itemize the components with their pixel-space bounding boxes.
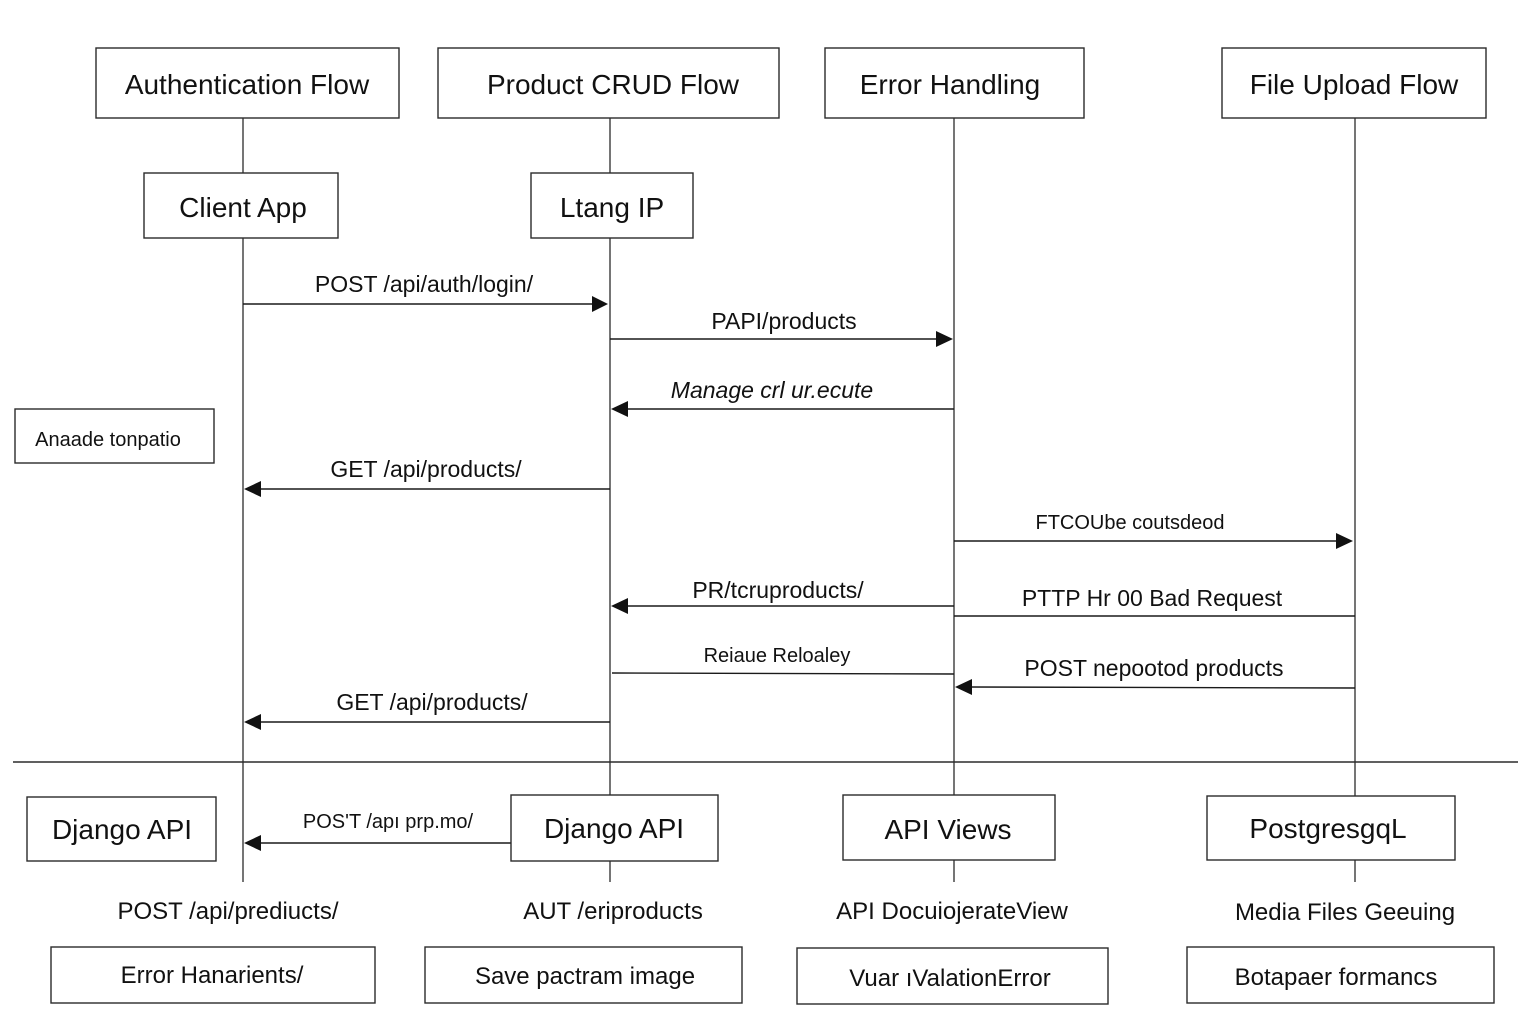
participant-django-api-left-label: Django API <box>52 814 192 845</box>
arrow-right-icon <box>936 331 953 347</box>
message-label: PTTP Hr 00 Bad Request <box>1022 585 1283 611</box>
messages: POST /api/auth/login/ PAPI/products Mana… <box>243 271 1356 851</box>
message-pr-products: PR/tcruproducts/ <box>611 577 954 614</box>
header-file-upload-flow-label: File Upload Flow <box>1250 69 1459 100</box>
message-label: Manage crl ur.ecute <box>671 377 873 403</box>
message-label: PAPI/products <box>711 308 856 334</box>
message-get-products-1: GET /api/products/ <box>244 456 610 497</box>
arrow-right-icon <box>1336 533 1353 549</box>
message-label: POS'T /apı prp.mo/ <box>303 811 474 833</box>
footer-botapaer: Botapaer formancs <box>1186 946 1495 1004</box>
message-label: PR/tcruproducts/ <box>692 577 864 603</box>
participant-django-api-label: Django API <box>544 813 684 844</box>
caption-aut-eriproducts: AUT /eriproducts <box>523 898 703 925</box>
arrow-left-icon <box>244 481 261 497</box>
footer-botapaer-label: Botapaer formancs <box>1235 964 1438 991</box>
header-error-handling-label: Error Handling <box>860 69 1041 100</box>
header-product-crud-flow: Product CRUD Flow <box>437 47 780 119</box>
message-label: GET /api/products/ <box>330 456 522 482</box>
caption-media-files: Media Files Geeuing <box>1235 899 1455 926</box>
participant-api-views-label: API Views <box>884 814 1011 845</box>
captions: POST /api/prediucts/ AUT /eriproducts AP… <box>118 898 1456 926</box>
side-note: Anaade tonpatio <box>14 408 215 464</box>
side-note-label: Anaade tonpatio <box>35 429 181 451</box>
header-file-upload-flow: File Upload Flow <box>1221 47 1487 119</box>
footer-error-hanarients-label: Error Hanarients/ <box>121 962 304 989</box>
message-bad-request: PTTP Hr 00 Bad Request <box>954 585 1355 617</box>
arrow-left-icon <box>955 679 972 695</box>
arrow-left-icon <box>244 835 261 851</box>
message-post-prp: POS'T /apı prp.mo/ <box>244 811 511 851</box>
message-get-products-2: GET /api/products/ <box>244 689 610 730</box>
message-ftcoube: FTCOUbe coutsdeod <box>954 512 1353 549</box>
participant-postgresql: PostgresgqL <box>1206 795 1456 861</box>
message-post-nepootod: POST nepootod products <box>955 655 1356 695</box>
participant-django-api-left: Django API <box>26 796 217 862</box>
footer-validation-error: Vuar ıValationError <box>796 947 1109 1005</box>
footer-validation-error-label: Vuar ıValationError <box>849 965 1050 992</box>
participant-api-views: API Views <box>842 794 1056 861</box>
arrow-left-icon <box>611 401 628 417</box>
message-post-auth-login: POST /api/auth/login/ <box>243 271 608 312</box>
footer-error-hanarients: Error Hanarients/ <box>50 946 376 1004</box>
arrow-left-icon <box>611 598 628 614</box>
message-label: Reiaue Reloaley <box>704 645 851 667</box>
participant-postgresql-label: PostgresgqL <box>1249 813 1406 844</box>
arrow-right-icon <box>592 296 608 312</box>
header-error-handling: Error Handling <box>824 47 1085 119</box>
message-reiaue-reloaley: Reiaue Reloaley <box>611 645 955 675</box>
message-label: POST nepootod products <box>1024 655 1283 681</box>
header-boxes: Authentication Flow Product CRUD Flow Er… <box>95 47 1487 119</box>
header-product-crud-flow-label: Product CRUD Flow <box>487 69 740 100</box>
participant-ltang-ip: Ltang IP <box>530 172 694 239</box>
caption-api-docuio: API DocuiojerateView <box>836 898 1068 925</box>
participant-ltang-ip-label: Ltang IP <box>560 192 664 223</box>
participant-django-api: Django API <box>510 794 719 862</box>
message-label: GET /api/products/ <box>336 689 528 715</box>
message-manage: Manage crl ur.ecute <box>611 377 954 417</box>
caption-post-predicts: POST /api/prediucts/ <box>118 898 339 925</box>
message-label: FTCOUbe coutsdeod <box>1036 512 1225 534</box>
arrow-left-icon <box>244 714 261 730</box>
message-papi-products: PAPI/products <box>610 308 953 347</box>
footer-save-pactram-label: Save pactram image <box>475 963 695 990</box>
participant-client-app: Client App <box>143 172 339 239</box>
participant-client-app-label: Client App <box>179 192 307 223</box>
lifelines <box>242 118 1356 882</box>
header-authentication-flow-label: Authentication Flow <box>125 69 370 100</box>
header-authentication-flow: Authentication Flow <box>95 47 400 119</box>
message-label: POST /api/auth/login/ <box>315 271 534 297</box>
footer-save-pactram: Save pactram image <box>424 946 743 1004</box>
